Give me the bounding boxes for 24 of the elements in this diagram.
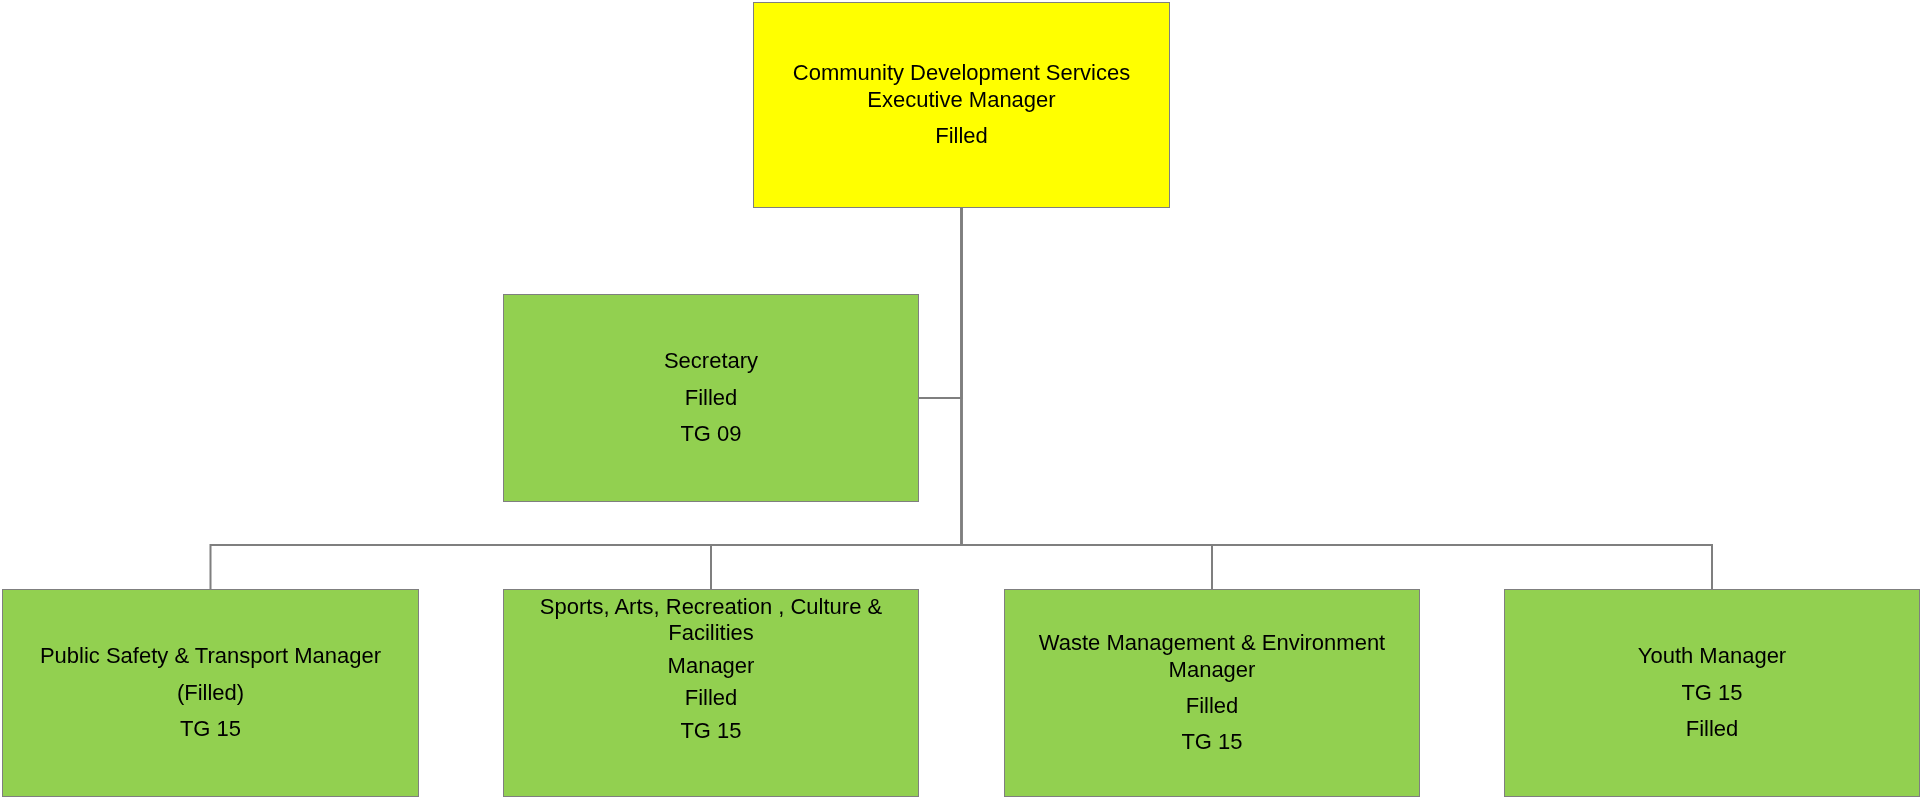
position-title: Community Development Services Executive Manager <box>791 60 1132 114</box>
position-detail: Filled <box>684 685 738 712</box>
position-detail: Filled <box>684 384 738 412</box>
position-box <box>503 294 919 502</box>
position-detail: TG 15 <box>680 717 742 744</box>
position-detail: TG 15 <box>179 716 242 743</box>
position-title: Youth Manager <box>1637 643 1787 670</box>
position-detail: Filled <box>1685 716 1739 743</box>
position-detail: TG 09 <box>680 421 742 448</box>
position-detail: TG 15 <box>1181 729 1243 756</box>
position-detail: Filled <box>935 123 988 150</box>
position-box <box>2 589 419 797</box>
position-title: Waste Management & Environment Manager <box>1037 630 1387 683</box>
position-detail: TG 15 <box>1681 679 1743 707</box>
position-box <box>1004 589 1420 797</box>
position-detail: Filled <box>1185 693 1239 720</box>
position-box <box>1504 589 1920 797</box>
position-title: Sports, Arts, Recreation , Culture & Facilities <box>538 594 884 647</box>
position-detail: (Filled) <box>176 679 245 707</box>
position-title: Secretary <box>663 348 759 375</box>
position-detail: Manager <box>667 652 755 680</box>
executive-box <box>753 2 1170 208</box>
position-title: Public Safety & Transport Manager <box>39 643 382 670</box>
position-box <box>503 589 919 797</box>
